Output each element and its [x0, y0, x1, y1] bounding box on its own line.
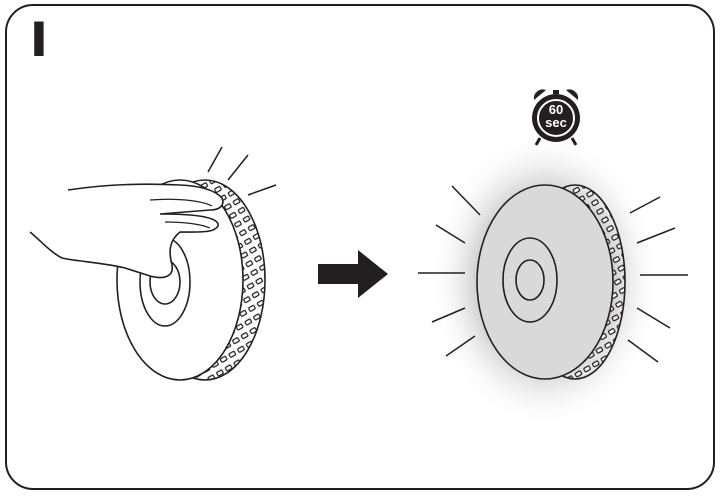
press-lines [207, 146, 277, 196]
timer-value: 60 [548, 102, 564, 117]
alarm-clock-icon [532, 89, 580, 146]
timer-label: 60 sec [536, 103, 576, 129]
timer-unit: sec [545, 115, 567, 130]
wheel-after [476, 184, 626, 380]
panel-frame [5, 4, 715, 490]
arrow-right-icon [318, 250, 388, 298]
step-number: I [29, 11, 48, 67]
hand-icon [29, 183, 224, 279]
glow-rays [418, 185, 688, 363]
